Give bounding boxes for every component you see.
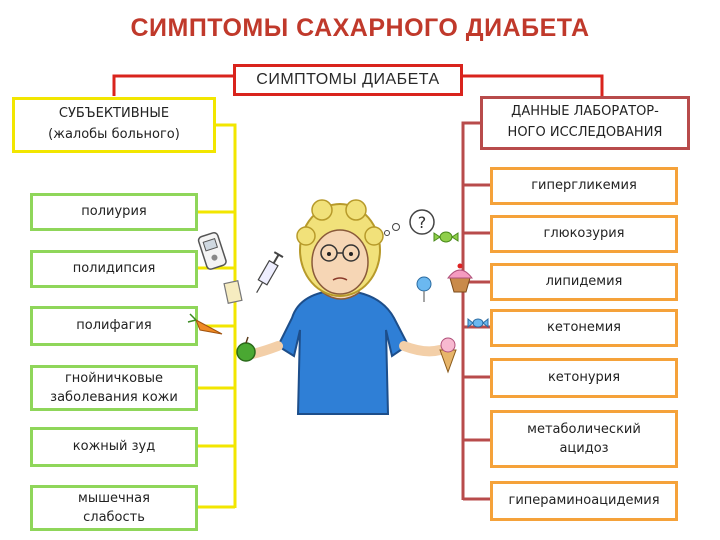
lab-label: липидемия — [545, 274, 623, 290]
lab-label: гипергликемия — [531, 178, 637, 194]
syringe-icon — [256, 251, 284, 293]
symptom-label: полиурия — [81, 204, 147, 220]
lab-glucosuria: глюкозурия — [490, 215, 678, 253]
symptom-pustular-skin-disease: гнойничковые заболевания кожи — [30, 365, 198, 411]
lab-ketonemia: кетонемия — [490, 309, 678, 347]
ice-cream-icon — [439, 349, 457, 374]
candy-icon — [439, 231, 453, 243]
symptom-polyuria: полиурия — [30, 193, 198, 231]
laboratory-spine — [461, 121, 480, 500]
symptom-skin-itching: кожный зуд — [30, 427, 198, 467]
page-title: СИМПТОМЫ САХАРНОГО ДИАБЕТА — [130, 14, 590, 42]
laboratory-header-line1: ДАННЫЕ ЛАБОРАТОР- — [511, 104, 659, 120]
symptom-label: мышечная — [78, 490, 150, 506]
lab-label: кетонурия — [547, 370, 621, 386]
lab-ketonuria: кетонурия — [490, 358, 678, 398]
connector-to-laboratory — [463, 74, 604, 96]
symptom-label-2: слабость — [83, 510, 145, 525]
cupcake-icon — [449, 277, 471, 293]
left-arm — [247, 341, 283, 359]
lab-metabolic-acidosis: метаболический ацидоз — [490, 410, 678, 468]
lab-label-2: ацидоз — [559, 441, 609, 456]
carrot-icon — [195, 318, 223, 335]
glucometer-icon — [197, 231, 227, 270]
diabetes-symptoms-box: СИМПТОМЫ ДИАБЕТА — [233, 64, 463, 96]
laboratory-header: ДАННЫЕ ЛАБОРАТОР- НОГО ИССЛЕДОВАНИЯ — [480, 96, 690, 150]
laboratory-header-line2: НОГО ИССЛЕДОВАНИЯ — [507, 125, 663, 140]
lab-lipidemia: липидемия — [490, 263, 678, 301]
lab-hyperglycemia: гипергликемия — [490, 167, 678, 205]
symptom-label: полидипсия — [72, 261, 156, 277]
right-arm — [399, 341, 445, 357]
lab-label: глюкозурия — [543, 226, 625, 242]
subjective-header-line1: СУБЪЕКТИВНЫЕ — [58, 106, 170, 122]
symptom-label-2: заболевания кожи — [50, 390, 178, 405]
lab-label: гипераминоацидемия — [508, 493, 660, 509]
subjective-header: СУБЪЕКТИВНЫЕ (жалобы больного) — [12, 97, 216, 153]
symptom-polyphagia: полифагия — [30, 306, 198, 346]
symptom-polydipsia: полидипсия — [30, 250, 198, 288]
connector-to-subjective — [112, 74, 233, 96]
symptom-label: полифагия — [76, 318, 152, 334]
candy-wrapped-icon — [472, 318, 484, 328]
question-mark: ? — [418, 213, 427, 232]
test-tube-icon — [223, 280, 243, 304]
lab-label: метаболический — [527, 421, 641, 437]
subjective-spine — [216, 123, 237, 508]
symptom-label: гнойничковые — [64, 370, 164, 386]
lollipop-icon — [416, 276, 432, 292]
dress — [276, 288, 410, 415]
mouth — [332, 277, 348, 281]
face — [311, 229, 369, 295]
question-bubble-icon — [409, 209, 435, 235]
apple-icon — [236, 342, 256, 362]
subjective-header-line2: (жалобы больного) — [48, 127, 180, 142]
symptom-label: кожный зуд — [72, 439, 156, 455]
lab-label: кетонемия — [547, 320, 621, 336]
symptom-muscle-weakness: мышечная слабость — [30, 485, 198, 531]
lab-hyperaminoacidemia: гипераминоацидемия — [490, 481, 678, 521]
